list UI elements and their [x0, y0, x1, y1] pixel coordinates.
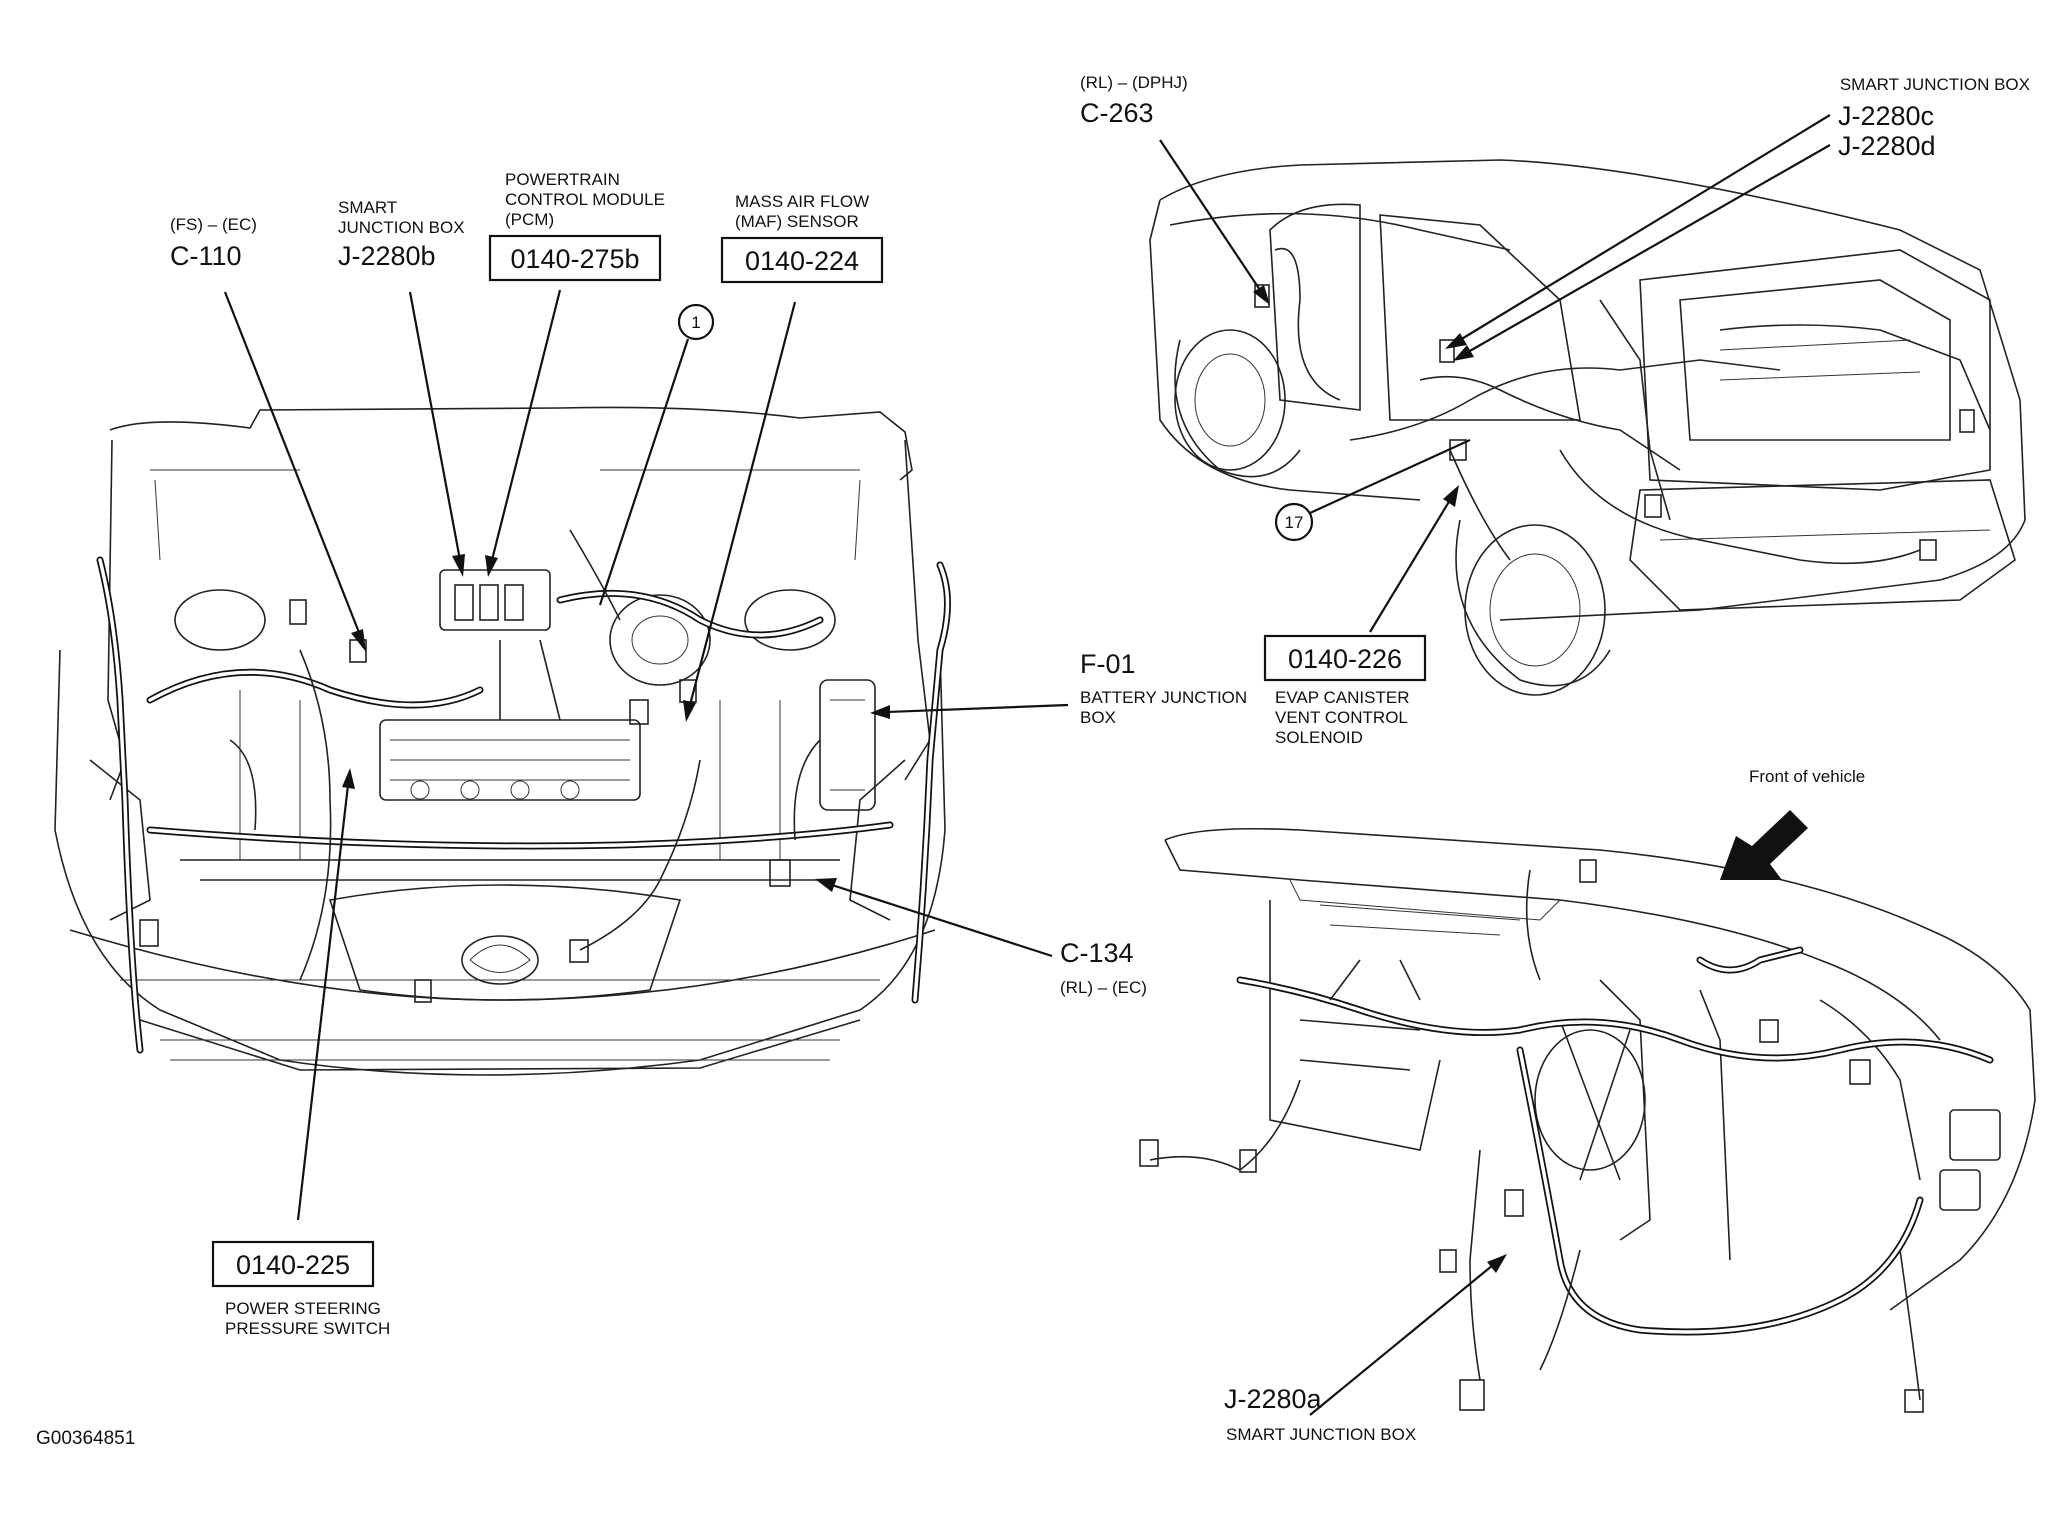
- c110-connector-id: C-110: [170, 241, 242, 271]
- dashboard-callouts: Front of vehicle J-2280a SMART JUNCTION …: [1224, 767, 1865, 1444]
- figure-id: G00364851: [36, 1428, 135, 1449]
- pcm-label-line3: (PCM): [505, 210, 554, 229]
- evap-id-box: [1263, 634, 1427, 682]
- evap-label-line3: SOLENOID: [1275, 728, 1363, 747]
- sjb-a-arrowhead: [1487, 1254, 1507, 1273]
- sjb-d-leader: [1467, 144, 1831, 353]
- callout-17-leader: [1309, 438, 1471, 515]
- sjb-b-label-line2: JUNCTION BOX: [338, 218, 465, 237]
- evap-arrowhead: [1443, 485, 1459, 507]
- f01-label-line2: BOX: [1080, 708, 1116, 727]
- sjb-d-arrowhead: [1453, 345, 1474, 361]
- c110-leader: [223, 291, 362, 636]
- f01-label-line1: BATTERY JUNCTION: [1080, 688, 1247, 707]
- f01-arrowhead: [870, 705, 890, 719]
- c263-leader: [1159, 139, 1261, 291]
- evap-label-line1: EVAP CANISTER: [1275, 688, 1409, 707]
- maf-label-line2: (MAF) SENSOR: [735, 212, 859, 231]
- ps-label-line2: PRESSURE SWITCH: [225, 1319, 390, 1338]
- sjb-cd-label: SMART JUNCTION BOX: [1840, 75, 2030, 94]
- pcm-label-line2: CONTROL MODULE: [505, 190, 665, 209]
- pcm-id-box: [488, 234, 662, 282]
- ps-leader: [296, 784, 350, 1221]
- pcm-arrowhead: [485, 555, 498, 577]
- rear-callouts: (RL) – (DPHJ) C-263 SMART JUNCTION BOX J…: [1080, 73, 2030, 747]
- maf-leader: [688, 301, 797, 706]
- front-of-vehicle-label: Front of vehicle: [1749, 767, 1865, 786]
- sjb-a-id: J-2280a: [1224, 1384, 1323, 1414]
- pcm-leader: [490, 289, 562, 561]
- sjb-a-leader: [1309, 1264, 1494, 1416]
- sjb-b-leader: [408, 291, 462, 561]
- dashboard-drawing: [1139, 827, 2036, 1413]
- c134-arrowhead: [815, 878, 837, 892]
- engine-callouts: (FS) – (EC) C-110 SMART JUNCTION BOX J-2…: [170, 170, 1247, 1338]
- evap-label-line2: VENT CONTROL: [1275, 708, 1408, 727]
- sjb-c-leader: [1459, 114, 1831, 341]
- pcm-label-line1: POWERTRAIN: [505, 170, 620, 189]
- callout-17-circle: [1274, 502, 1314, 542]
- engine-compartment-drawing: [54, 406, 951, 1076]
- maf-arrowhead: [683, 700, 696, 722]
- sjb-c-id: J-2280c: [1838, 101, 1934, 131]
- sjb-a-label: SMART JUNCTION BOX: [1226, 1425, 1416, 1444]
- pcm-id: 0140-275b: [510, 244, 639, 274]
- callout-1: 1: [691, 313, 700, 332]
- callout-17: 17: [1285, 513, 1304, 532]
- sjb-d-id: J-2280d: [1838, 131, 1936, 161]
- callout-1-circle: [677, 303, 715, 341]
- rear-vehicle-drawing: [1149, 159, 2026, 696]
- maf-id: 0140-224: [745, 246, 859, 276]
- sjb-b-id: J-2280b: [338, 241, 436, 271]
- f01-id: F-01: [1080, 649, 1136, 679]
- sjb-b-label-line1: SMART: [338, 198, 397, 217]
- c263-connector-id: C-263: [1080, 98, 1154, 128]
- ps-id-box: [211, 1240, 375, 1288]
- f01-leader: [887, 703, 1069, 714]
- maf-label-line1: MASS AIR FLOW: [735, 192, 869, 211]
- evap-leader: [1369, 499, 1451, 633]
- ps-label-line1: POWER STEERING: [225, 1299, 381, 1318]
- c110-connector-location: (FS) – (EC): [170, 215, 257, 234]
- ps-id: 0140-225: [236, 1250, 350, 1280]
- callout-1-leader: [598, 338, 690, 606]
- ps-arrowhead: [342, 768, 355, 789]
- evap-id: 0140-226: [1288, 644, 1402, 674]
- sjb-c-arrowhead: [1445, 333, 1467, 349]
- c110-arrowhead: [351, 629, 366, 652]
- maf-id-box: [720, 236, 884, 284]
- c134-leader: [831, 883, 1053, 958]
- c134-connector-location: (RL) – (EC): [1060, 978, 1147, 997]
- front-of-vehicle-arrow: [1720, 810, 1808, 880]
- c263-connector-location: (RL) – (DPHJ): [1080, 73, 1188, 92]
- c134-id: C-134: [1060, 938, 1134, 968]
- c263-arrowhead: [1253, 285, 1270, 305]
- sjb-b-arrowhead: [452, 554, 465, 577]
